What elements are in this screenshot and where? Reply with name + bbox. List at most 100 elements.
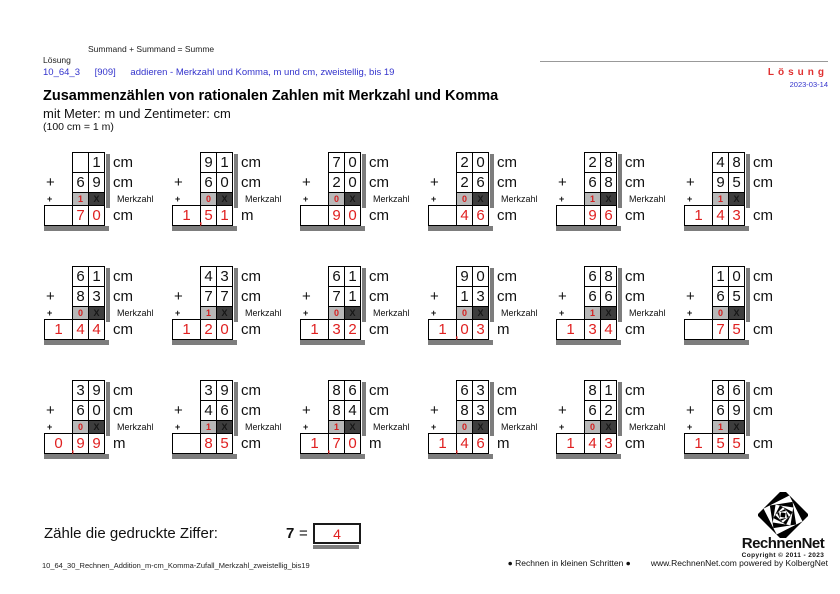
result-underline — [684, 226, 749, 231]
merkzahl-value-cell: 1 — [200, 420, 217, 434]
result-tens-cell: 4 — [584, 433, 601, 454]
solution-label: Lösung — [767, 67, 828, 78]
result-ones-cell: 6 — [472, 205, 489, 226]
summand2-tens-cell: 2 — [328, 172, 345, 193]
summand2-tens-cell: 6 — [584, 172, 601, 193]
task-equals: = — [299, 525, 308, 542]
merkzahl-row: + 0 X Merkzahl — [428, 306, 540, 320]
summand2-unit-label: cm — [753, 288, 773, 305]
summand1-unit-label: cm — [753, 268, 773, 285]
merkzahl-plus-sign: + — [559, 194, 565, 204]
merkzahl-label: Merkzahl — [117, 308, 154, 318]
summand1-ones-cell: 8 — [600, 152, 617, 173]
summand1-tens-cell — [72, 152, 89, 173]
merkzahl-value-cell: 1 — [584, 306, 601, 320]
x-cell: X — [472, 420, 489, 434]
summand2-unit-label: cm — [497, 288, 517, 305]
merkzahl-row: + 0 X Merkzahl — [44, 420, 156, 434]
merkzahl-row: + 1 X Merkzahl — [172, 306, 284, 320]
result-underline — [172, 226, 237, 231]
result-tens-cell: 7 — [72, 205, 89, 226]
result-row: 1, 4 6 m — [428, 433, 540, 456]
summand1-unit-label: cm — [241, 268, 261, 285]
x-cell: X — [472, 192, 489, 206]
decimal-comma: , — [198, 211, 203, 228]
result-ones-cell: 1 — [216, 205, 233, 226]
summand1-row: 9 1 cm — [172, 152, 284, 173]
result-ones-cell: 3 — [472, 319, 489, 340]
table-shadow-right — [362, 382, 366, 436]
summand2-ones-cell: 6 — [600, 286, 617, 307]
result-underline — [428, 454, 493, 459]
result-unit-label: cm — [369, 321, 389, 338]
summand2-tens-cell: 9 — [712, 172, 729, 193]
logo-block: RechnenNet Copyright © 2011 - 2023 — [735, 492, 831, 559]
summand2-unit-label: cm — [625, 288, 645, 305]
summand2-row: + 6 6 cm — [556, 286, 668, 307]
summand1-unit-label: cm — [369, 268, 389, 285]
summand2-unit-label: cm — [241, 402, 261, 419]
merkzahl-value-cell: 0 — [584, 420, 601, 434]
result-underline — [684, 454, 749, 459]
summand2-ones-cell: 7 — [216, 286, 233, 307]
result-row: 4 6 cm — [428, 205, 540, 226]
summand1-tens-cell: 2 — [584, 152, 601, 173]
x-cell: X — [344, 192, 361, 206]
result-unit-label: cm — [497, 207, 517, 224]
summand2-ones-cell: 8 — [600, 172, 617, 193]
merkzahl-value-cell: 0 — [200, 192, 217, 206]
merkzahl-value-cell: 1 — [584, 192, 601, 206]
result-tens-cell: 4 — [712, 205, 729, 226]
summand1-ones-cell: 0 — [344, 152, 361, 173]
plus-sign: + — [46, 288, 55, 305]
result-ones-cell: 4 — [600, 319, 617, 340]
table-shadow-right — [234, 382, 238, 436]
table-shadow-right — [234, 154, 238, 208]
merkzahl-plus-sign: + — [175, 194, 181, 204]
problem-block: 6 1 cm + 7 1 cm + 0 X Merkzahl 1 3 2 cm — [300, 266, 412, 345]
footer-slogan: ● Rechnen in kleinen Schritten ● — [507, 558, 631, 568]
merkzahl-row: + 0 X Merkzahl — [44, 306, 156, 320]
summand1-ones-cell: 1 — [88, 152, 105, 173]
merkzahl-value-cell: 0 — [456, 192, 473, 206]
formula-note: Summand + Summand = Summe — [88, 44, 215, 54]
merkzahl-label: Merkzahl — [629, 194, 666, 204]
merkzahl-value-cell: 0 — [712, 306, 729, 320]
summand2-row: + 6 9 cm — [684, 400, 796, 421]
summand1-row: 8 1 cm — [556, 380, 668, 401]
merkzahl-label: Merkzahl — [629, 308, 666, 318]
summand1-ones-cell: 3 — [472, 380, 489, 401]
result-ones-cell: 9 — [88, 433, 105, 454]
summand1-unit-label: cm — [241, 154, 261, 171]
result-ones-cell: 0 — [344, 205, 361, 226]
summand1-tens-cell: 3 — [200, 380, 217, 401]
summand2-unit-label: cm — [113, 288, 133, 305]
plus-sign: + — [430, 174, 439, 191]
merkzahl-value-cell: 0 — [72, 420, 89, 434]
page-title: Zusammenzählen von rationalen Zahlen mit… — [43, 88, 499, 104]
result-hundreds-cell: 1, — [428, 319, 459, 342]
summand1-ones-cell: 0 — [472, 152, 489, 173]
result-ones-cell: 5 — [728, 433, 745, 454]
logo-name: RechnenNet — [741, 535, 825, 552]
summand1-row: 1 cm — [44, 152, 156, 173]
footer-filename: 10_64_30_Rechnen_Addition_m-cm_Komma-Zuf… — [42, 561, 310, 570]
merkzahl-value-cell: 0 — [456, 420, 473, 434]
result-hundreds-cell: 0, — [44, 433, 75, 456]
merkzahl-label: Merkzahl — [117, 422, 154, 432]
summand2-row: + 6 5 cm — [684, 286, 796, 307]
summand2-ones-cell: 5 — [728, 286, 745, 307]
summand1-unit-label: cm — [625, 268, 645, 285]
result-tens-cell: 9 — [328, 205, 345, 226]
problem-row-2: 6 1 cm + 8 3 cm + 0 X Merkzahl 1 4 4 cm — [44, 266, 812, 345]
table-shadow-right — [746, 154, 750, 208]
summand2-tens-cell: 6 — [712, 400, 729, 421]
plus-sign: + — [686, 288, 695, 305]
merkzahl-plus-sign: + — [431, 422, 437, 432]
result-tens-cell: 4 — [456, 205, 473, 226]
summand1-tens-cell: 9 — [456, 266, 473, 287]
problem-row-3: 3 9 cm + 6 0 cm + 0 X Merkzahl 0, 9 9 m — [44, 380, 812, 459]
merkzahl-value-cell: 0 — [328, 192, 345, 206]
summand1-row: 3 9 cm — [44, 380, 156, 401]
